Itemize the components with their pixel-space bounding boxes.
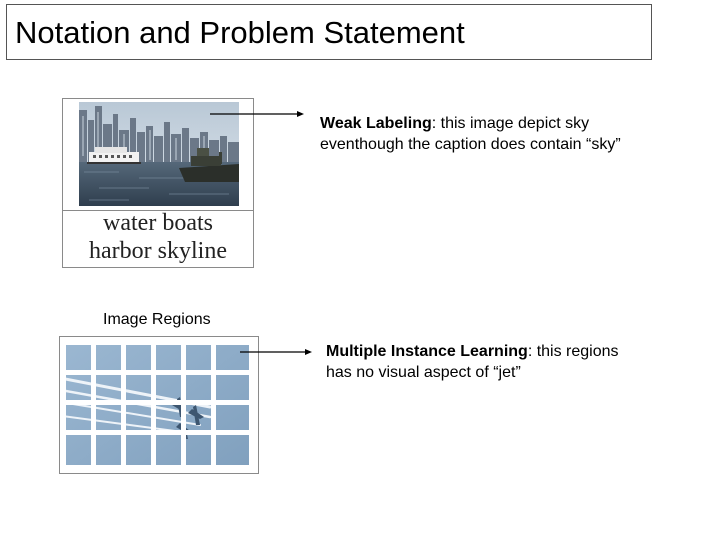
region-grid [66, 345, 249, 465]
harbor-photo [79, 102, 239, 206]
slide-title: Notation and Problem Statement [15, 15, 465, 50]
mil-arrow [240, 349, 312, 355]
harbor-figure: water boats harbor skyline [62, 98, 254, 268]
weak-labeling-note: Weak Labeling: this image depict sky eve… [320, 113, 621, 155]
mil-note: Multiple Instance Learning: this regions… [326, 341, 619, 383]
mil-text: : this regions [527, 343, 619, 360]
weak-labeling-arrow [210, 111, 304, 117]
title-box: Notation and Problem Statement [6, 4, 652, 60]
mil-line2: has no visual aspect of “jet” [326, 364, 521, 381]
weak-labeling-text: : this image depict sky [431, 115, 590, 132]
caption-line-2: harbor skyline [89, 238, 227, 264]
image-regions-figure [59, 336, 259, 474]
figure-divider [63, 210, 253, 211]
mil-term: Multiple Instance Learning [326, 343, 528, 360]
caption-line-1: water boats [103, 210, 213, 236]
image-regions-label: Image Regions [103, 311, 211, 328]
weak-labeling-term: Weak Labeling [320, 115, 432, 132]
weak-labeling-line2: eventhough the caption does contain “sky… [320, 136, 621, 153]
